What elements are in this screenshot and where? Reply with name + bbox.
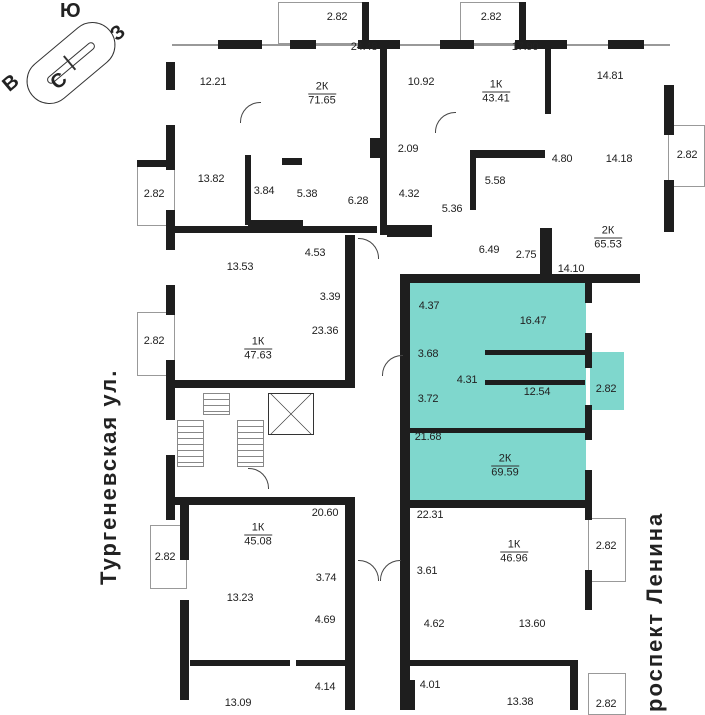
room-area: 5.58 [484,175,506,187]
room-area: 4.32 [398,188,420,200]
room-area: 24.48 [350,41,378,53]
room-area: 4.69 [314,614,336,626]
room-area: 5.38 [296,188,318,200]
room-area: 2.82 [676,149,698,161]
window-line [172,44,670,46]
balcony [460,2,522,44]
room-area: 20.60 [311,507,339,519]
room-area: 14.81 [596,70,624,82]
door-icon [248,468,269,489]
room-area: 13.53 [226,261,254,273]
room-area: 4.31 [456,374,478,386]
room-area: 3.39 [319,291,341,303]
room-area: 6.28 [347,195,369,207]
room-area: 2.82 [143,188,165,200]
room-area: 2.82 [154,551,176,563]
room-area: 23.36 [311,325,339,337]
room-area: 2.82 [595,383,617,395]
room-area: 3.72 [417,393,439,405]
room-area: 13.38 [506,696,534,708]
room-area: 17.90 [511,41,539,53]
room-area: 21.68 [414,431,442,443]
room-area: 3.74 [315,572,337,584]
room-area: 13.23 [226,592,254,604]
room-area: 4.62 [423,618,445,630]
door-icon [358,238,379,259]
room-area: 2.09 [397,143,419,155]
room-area: 2.82 [143,335,165,347]
room-area: 4.53 [304,247,326,259]
balcony [588,518,626,582]
highlighted-balcony[interactable] [590,352,624,410]
room-area: 2.82 [595,540,617,552]
door-icon [382,355,403,376]
balcony [137,312,175,376]
room-area: 6.49 [478,244,500,256]
room-area: 13.09 [224,697,252,709]
elevator-icon [268,393,314,435]
stairs [203,393,230,415]
street-label-right: роспект Ленина [642,511,667,712]
room-area: 2.75 [515,249,537,261]
highlighted-apartment[interactable] [410,282,586,502]
room-area: 5.36 [441,203,463,215]
room-area: 3.68 [417,348,439,360]
door-icon [380,560,401,581]
room-area: 2.82 [480,11,502,23]
room-area: 12.21 [199,76,227,88]
room-area: 14.18 [605,153,633,165]
room-area: 3.61 [416,565,438,577]
room-area: 14.10 [557,263,585,275]
room-area: 2.82 [595,698,617,710]
room-area: 2.82 [326,11,348,23]
stairs [177,420,204,467]
room-area: 4.14 [314,681,336,693]
room-area: 22.31 [416,509,444,521]
room-area: 16.47 [519,315,547,327]
stairs [237,420,264,467]
street-label-left: Тургеневская ул. [96,368,121,585]
compass-south: Ю [60,0,81,22]
door-icon [435,112,456,133]
door-icon [358,560,379,581]
compass-east: В [0,70,24,97]
room-area: 3.84 [253,185,275,197]
room-area: 12.54 [523,386,551,398]
balcony [278,2,365,44]
room-area: 4.80 [551,153,573,165]
room-area: 13.82 [197,173,225,185]
room-area: 4.01 [419,679,441,691]
room-area: 10.92 [407,76,435,88]
room-area: 4.37 [418,300,440,312]
room-area: 13.60 [518,618,546,630]
door-icon [240,102,261,123]
